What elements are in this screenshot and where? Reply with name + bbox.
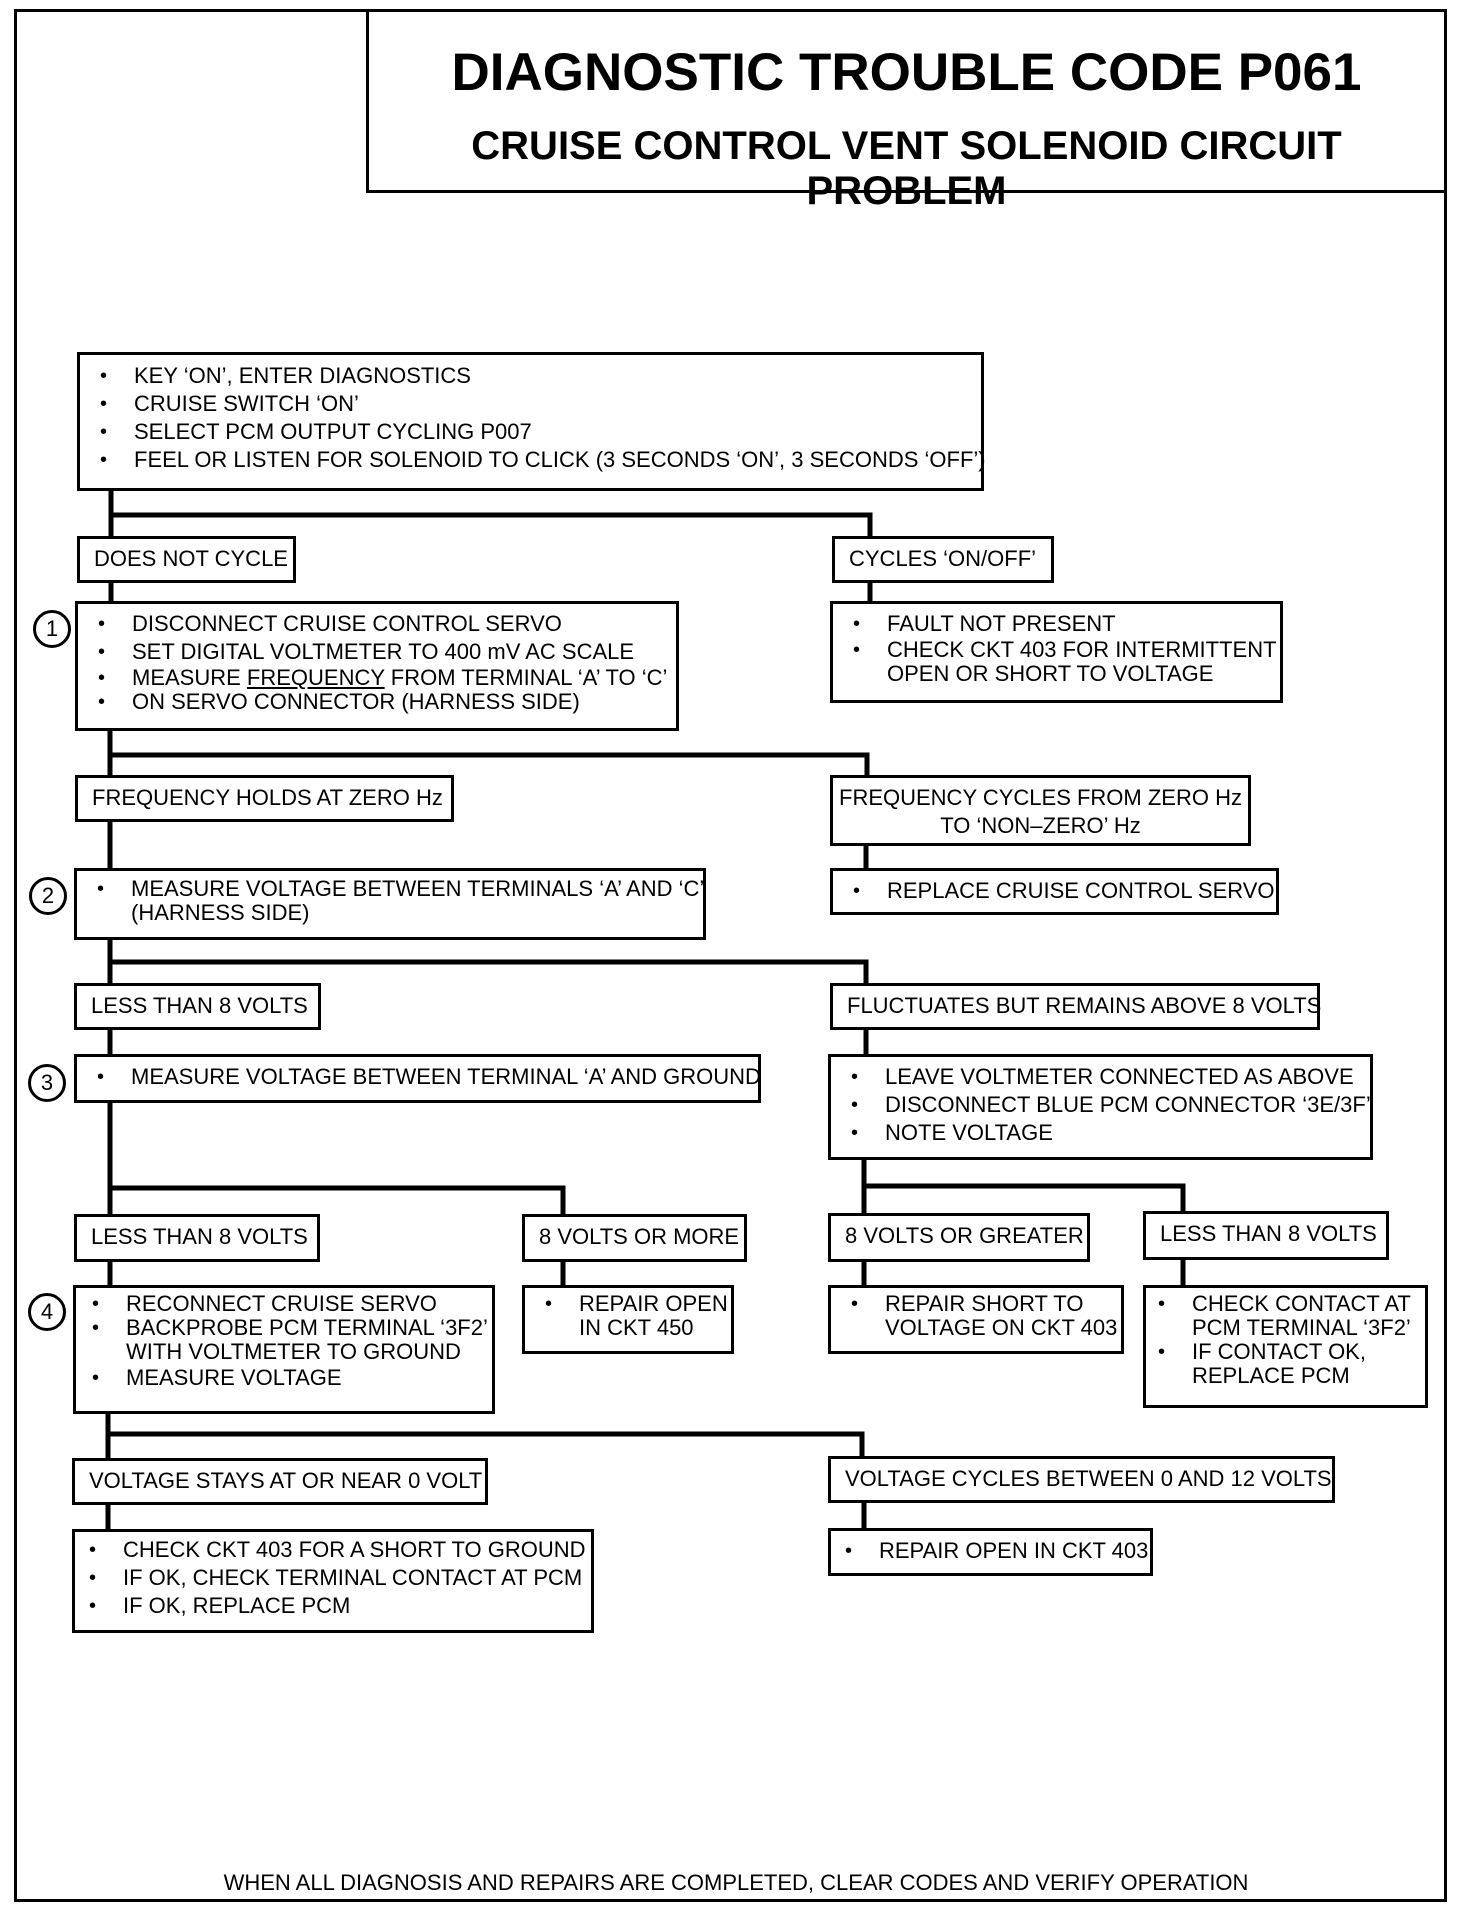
start-step-item: CRUISE SWITCH ‘ON’ bbox=[94, 390, 973, 418]
step-2-item: MEASURE VOLTAGE BETWEEN TERMINALS ‘A’ AN… bbox=[91, 877, 704, 902]
leave-voltmeter-box: LEAVE VOLTMETER CONNECTED AS ABOVE DISCO… bbox=[828, 1054, 1373, 1160]
fluctuates-above-8-volts-label: FLUCTUATES BUT REMAINS ABOVE 8 VOLTS bbox=[830, 983, 1321, 1030]
8-volts-or-greater-label: 8 VOLTS OR GREATER bbox=[828, 1213, 1090, 1262]
page-title: DIAGNOSTIC TROUBLE CODE P061 bbox=[451, 43, 1362, 102]
frequency-cycles-label: FREQUENCY CYCLES FROM ZERO Hz TO ‘NON–ZE… bbox=[830, 775, 1251, 846]
voltage-stays-near-0-label: VOLTAGE STAYS AT OR NEAR 0 VOLT bbox=[72, 1458, 488, 1505]
check-contact-item: CHECK CONTACT AT bbox=[1152, 1292, 1417, 1317]
frequency-cycles-line-1: FREQUENCY CYCLES FROM ZERO Hz bbox=[839, 785, 1242, 810]
does-not-cycle-label: DOES NOT CYCLE bbox=[77, 536, 296, 583]
step-4-item: RECONNECT CRUISE SERVO bbox=[86, 1292, 484, 1317]
replace-servo-box: REPLACE CRUISE CONTROL SERVO bbox=[830, 868, 1279, 915]
8-volts-or-more-label: 8 VOLTS OR MORE bbox=[522, 1214, 747, 1262]
page-subtitle: CRUISE CONTROL VENT SOLENOID CIRCUIT PRO… bbox=[471, 124, 1342, 213]
step-1-item: MEASURE FREQUENCY FROM TERMINAL ‘A’ TO ‘… bbox=[92, 666, 668, 691]
check-contact-item-continued: REPLACE PCM bbox=[1192, 1363, 1350, 1388]
step-number-4-badge: 4 bbox=[28, 1293, 66, 1331]
repair-short-ckt-403-item: REPAIR SHORT TO bbox=[845, 1292, 1113, 1317]
repair-open-ckt-450-item-continued: IN CKT 450 bbox=[579, 1315, 694, 1340]
step-number-1-badge: 1 bbox=[33, 610, 71, 648]
footer-note: WHEN ALL DIAGNOSIS AND REPAIRS ARE COMPL… bbox=[223, 1870, 1249, 1895]
check-contact-pcm-box: CHECK CONTACT AT PCM TERMINAL ‘3F2’ IF C… bbox=[1143, 1285, 1428, 1408]
fault-item: CHECK CKT 403 FOR INTERMITTENT bbox=[847, 638, 1277, 663]
step-3-box: MEASURE VOLTAGE BETWEEN TERMINAL ‘A’ AND… bbox=[74, 1054, 761, 1103]
repair-short-ckt-403-item-continued: VOLTAGE ON CKT 403 bbox=[885, 1315, 1118, 1340]
repair-open-ckt-450-item: REPAIR OPEN bbox=[539, 1292, 728, 1317]
step-2-item-continued: (HARNESS SIDE) bbox=[131, 900, 310, 925]
start-step-item: SELECT PCM OUTPUT CYCLING P007 bbox=[94, 418, 973, 446]
check-contact-item: IF CONTACT OK, bbox=[1152, 1340, 1417, 1365]
step-1-box: DISCONNECT CRUISE CONTROL SERVO SET DIGI… bbox=[75, 601, 679, 731]
less-than-8-volts-label-1: LESS THAN 8 VOLTS bbox=[74, 983, 321, 1030]
frequency-cycles-line-2: TO ‘NON–ZERO’ Hz bbox=[940, 813, 1141, 838]
check-ckt-403-item: IF OK, CHECK TERMINAL CONTACT AT PCM bbox=[83, 1564, 583, 1592]
repair-open-ckt-450-box: REPAIR OPEN IN CKT 450 bbox=[522, 1285, 734, 1354]
fault-item: FAULT NOT PRESENT bbox=[847, 610, 1272, 638]
step-4-item-continued: WITH VOLTMETER TO GROUND bbox=[126, 1339, 461, 1364]
step-number-3-badge: 3 bbox=[28, 1064, 66, 1102]
check-ckt-403-item: CHECK CKT 403 FOR A SHORT TO GROUND bbox=[83, 1536, 586, 1564]
fault-item-continued: OPEN OR SHORT TO VOLTAGE bbox=[887, 661, 1214, 686]
repair-open-ckt-403-box: REPAIR OPEN IN CKT 403 bbox=[828, 1528, 1153, 1576]
voltage-cycles-0-12-label: VOLTAGE CYCLES BETWEEN 0 AND 12 VOLTS bbox=[828, 1456, 1335, 1503]
step-1-item: DISCONNECT CRUISE CONTROL SERVO bbox=[92, 610, 668, 638]
title-box: DIAGNOSTIC TROUBLE CODE P061 CRUISE CONT… bbox=[366, 9, 1447, 213]
step-4-item: BACKPROBE PCM TERMINAL ‘3F2’ bbox=[86, 1316, 488, 1341]
leave-voltmeter-item: LEAVE VOLTMETER CONNECTED AS ABOVE bbox=[845, 1063, 1362, 1091]
step-1-item-continued: ON SERVO CONNECTOR (HARNESS SIDE) bbox=[92, 690, 668, 715]
leave-voltmeter-item: DISCONNECT BLUE PCM CONNECTOR ‘3E/3F’ bbox=[845, 1091, 1371, 1119]
step-4-box: RECONNECT CRUISE SERVO BACKPROBE PCM TER… bbox=[73, 1285, 495, 1414]
step-number-2-badge: 2 bbox=[29, 877, 67, 915]
repair-short-ckt-403-box: REPAIR SHORT TO VOLTAGE ON CKT 403 bbox=[828, 1285, 1124, 1354]
step-2-box: MEASURE VOLTAGE BETWEEN TERMINALS ‘A’ AN… bbox=[74, 868, 706, 940]
start-step-item: KEY ‘ON’, ENTER DIAGNOSTICS bbox=[94, 362, 973, 390]
check-ckt-403-short-box: CHECK CKT 403 FOR A SHORT TO GROUND IF O… bbox=[72, 1529, 594, 1633]
less-than-8-volts-label-3: LESS THAN 8 VOLTS bbox=[1143, 1211, 1389, 1260]
less-than-8-volts-label-2: LESS THAN 8 VOLTS bbox=[74, 1214, 320, 1262]
check-contact-item-continued: PCM TERMINAL ‘3F2’ bbox=[1192, 1315, 1411, 1340]
cycles-on-off-label: CYCLES ‘ON/OFF’ bbox=[832, 536, 1054, 583]
step-3-item: MEASURE VOLTAGE BETWEEN TERMINAL ‘A’ AND… bbox=[91, 1063, 761, 1091]
frequency-holds-label: FREQUENCY HOLDS AT ZERO Hz bbox=[75, 775, 454, 822]
check-ckt-403-item: IF OK, REPLACE PCM bbox=[83, 1592, 583, 1620]
step-1-item: SET DIGITAL VOLTMETER TO 400 mV AC SCALE bbox=[92, 638, 668, 666]
replace-servo-item: REPLACE CRUISE CONTROL SERVO bbox=[847, 877, 1275, 905]
start-step-box: KEY ‘ON’, ENTER DIAGNOSTICS CRUISE SWITC… bbox=[77, 352, 986, 491]
start-step-item: FEEL OR LISTEN FOR SOLENOID TO CLICK (3 … bbox=[94, 446, 986, 474]
leave-voltmeter-item: NOTE VOLTAGE bbox=[845, 1119, 1362, 1147]
repair-open-ckt-403-item: REPAIR OPEN IN CKT 403 bbox=[839, 1537, 1148, 1565]
step-4-item: MEASURE VOLTAGE bbox=[86, 1364, 484, 1392]
fault-not-present-box: FAULT NOT PRESENT CHECK CKT 403 FOR INTE… bbox=[830, 601, 1283, 703]
